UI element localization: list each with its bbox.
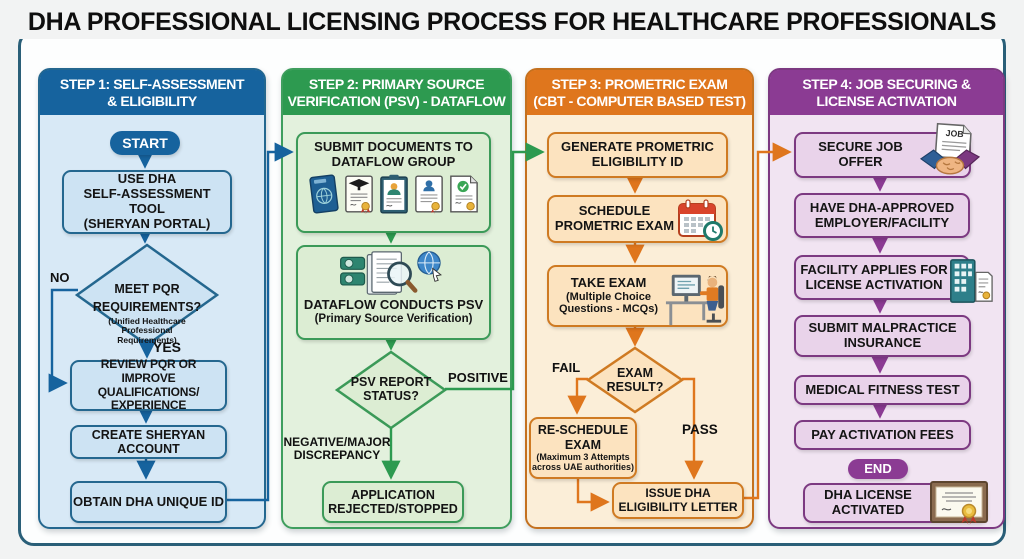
dha-approved-employer-node: HAVE DHA-APPROVED EMPLOYER/FACILITY [794, 193, 970, 238]
job-doc-label: JOB [945, 128, 964, 139]
secure-job-offer-node: SECURE JOB OFFER JOB [794, 122, 981, 178]
pay-fees-node: PAY ACTIVATION FEES [794, 420, 971, 450]
license-activated-node: DHA LICENSE ACTIVATED [803, 481, 988, 525]
applicant-document-icon [414, 175, 443, 214]
step2-header: STEP 2: PRIMARY SOURCE VERIFICATION (PSV… [283, 70, 510, 115]
exam-decision-text: EXAM RESULT? [606, 366, 664, 394]
step1-header: STEP 1: SELF-ASSESSMENT & ELIGIBILITY [40, 70, 264, 115]
schedule-exam-node: SCHEDULE PROMETRIC EXAM [547, 195, 728, 243]
license-certificate-icon [930, 481, 988, 525]
computer-test-icon [665, 274, 725, 326]
step4-header: STEP 4: JOB SECURING & LICENSE ACTIVATIO… [770, 70, 1003, 115]
facility-applies-node: FACILITY APPLIES FOR LICENSE ACTIVATION [794, 255, 993, 303]
diploma-icon [344, 175, 373, 214]
psv-decision-text: PSV REPORT STATUS? [350, 375, 432, 403]
calendar-clock-icon [678, 199, 723, 241]
no-label: NO [50, 270, 70, 285]
pass-label: PASS [682, 422, 718, 437]
passport-icon [308, 174, 339, 214]
pqr-decision-text: MEET PQR REQUIREMENTS? (Unified Healthca… [92, 281, 202, 345]
facility-building-icon [950, 259, 993, 303]
end-node: END [848, 459, 908, 479]
start-node: START [110, 131, 180, 155]
fail-label: FAIL [552, 360, 581, 375]
obtain-dha-id-node: OBTAIN DHA UNIQUE ID [70, 481, 227, 523]
reschedule-exam-node: RE-SCHEDULE EXAM (Maximum 3 Attempts acr… [529, 417, 637, 479]
positive-label: POSITIVE [448, 370, 508, 385]
document-icons-row [308, 174, 479, 214]
page-title: DHA PROFESSIONAL LICENSING PROCESS FOR H… [13, 6, 1011, 39]
medical-fitness-node: MEDICAL FITNESS TEST [794, 375, 971, 405]
use-dha-tool-node: USE DHA SELF-ASSESSMENT TOOL (SHERYAN PO… [62, 170, 232, 234]
verified-document-icon [449, 175, 478, 213]
review-pqr-node: REVIEW PQR OR IMPROVE QUALIFICATIONS/ EX… [70, 357, 227, 412]
job-offer-handshake-icon: JOB [919, 122, 981, 175]
create-sheryan-account-node: CREATE SHERYAN ACCOUNT [70, 425, 227, 459]
clipboard-person-icon [379, 174, 408, 214]
malpractice-insurance-node: SUBMIT MALPRACTICE INSURANCE [794, 315, 971, 357]
application-rejected-node: APPLICATION REJECTED/STOPPED [322, 481, 464, 523]
issue-eligibility-letter-node: ISSUE DHA ELIGIBILITY LETTER [612, 482, 744, 519]
take-exam-node: TAKE EXAM (Multiple Choice Questions - M… [547, 265, 728, 327]
dataflow-psv-node: DATAFLOW CONDUCTS PSV (Primary Source Ve… [296, 245, 491, 340]
negative-label: NEGATIVE/MAJOR DISCREPANCY [283, 435, 391, 463]
title-bar: DHA PROFESSIONAL LICENSING PROCESS FOR H… [0, 6, 1024, 39]
generate-eligibility-id-node: GENERATE PROMETRIC ELIGIBILITY ID [547, 132, 728, 178]
yes-label: YES [153, 339, 182, 355]
psv-verification-icon [339, 251, 442, 295]
step3-header: STEP 3: PROMETRIC EXAM (CBT - COMPUTER B… [527, 70, 752, 115]
submit-documents-node: SUBMIT DOCUMENTS TO DATAFLOW GROUP [296, 132, 491, 233]
